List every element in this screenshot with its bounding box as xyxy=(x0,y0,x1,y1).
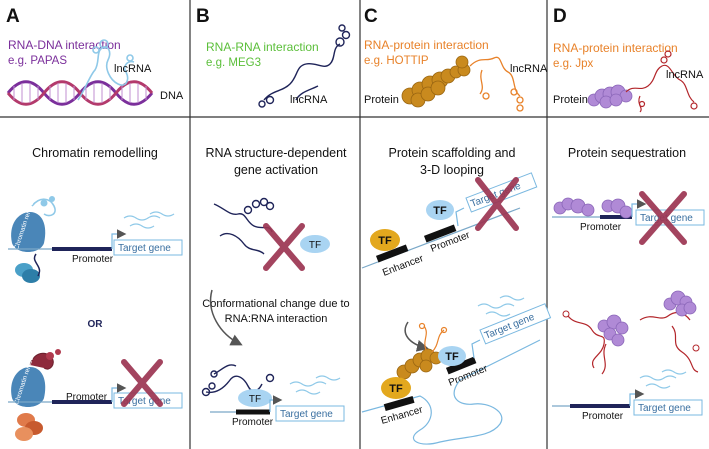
tf-bubble-b-top xyxy=(300,235,330,253)
promoter-a-bottom: Promoter xyxy=(66,392,108,403)
panel-b: B RNA-RNA interaction e.g. MEG3 lncRNA R… xyxy=(196,6,351,428)
target-gene-a-bottom: Target gene xyxy=(118,396,171,407)
change-b-line2: RNA:RNA interaction xyxy=(225,313,328,325)
tf-bubble-c-promoter-bottom xyxy=(438,346,466,366)
tf-label-c-enhancer-top: TF xyxy=(378,235,392,247)
cross-icon xyxy=(475,177,519,231)
or-label: OR xyxy=(88,319,104,330)
panel-letter-c: C xyxy=(364,6,378,27)
change-b-line1: Conformational change due to xyxy=(202,298,349,310)
promoter-d-bottom: Promoter xyxy=(582,411,624,422)
panel-d: D RNA-protein interaction e.g. Jpx lncRN… xyxy=(552,6,705,422)
promoter-d-top: Promoter xyxy=(580,222,622,233)
example-a: e.g. PAPAS xyxy=(8,55,67,67)
mechanism-d: Protein sequestration xyxy=(568,146,686,160)
cross-icon xyxy=(263,223,305,271)
promoter-a-top: Promoter xyxy=(72,254,114,265)
lncrna-tag-c: lncRNA xyxy=(510,63,548,75)
dna-tag-a: DNA xyxy=(160,90,184,102)
dna-loop-c xyxy=(361,339,541,445)
tf-bubble-b-bottom xyxy=(238,389,272,407)
tf-label-b-top: TF xyxy=(309,240,321,251)
interaction-type-d: RNA-protein interaction xyxy=(553,41,678,55)
sequestered-complex-left xyxy=(562,310,629,375)
tf-label-c-enhancer-bottom: TF xyxy=(389,383,403,395)
promoter-b: Promoter xyxy=(232,417,274,428)
remodeller-top: Chromatin remodeller xyxy=(11,188,56,283)
mechanism-c-line1: Protein scaffolding and xyxy=(389,146,516,160)
protein-cluster-c-bottom xyxy=(396,348,443,380)
cross-icon xyxy=(639,191,687,245)
panel-letter-d: D xyxy=(553,6,567,27)
dna-helix xyxy=(6,80,154,106)
tf-label-c-promoter-top: TF xyxy=(433,205,447,217)
panel-c: C RNA-protein interaction e.g. HOTTIP ln… xyxy=(361,6,552,445)
tf-bubble-c-enhancer-top xyxy=(370,229,400,251)
tf-label-c-promoter-bottom: TF xyxy=(445,351,459,363)
target-gene-d-bottom: Target gene xyxy=(638,403,691,414)
target-gene-a-top: Target gene xyxy=(118,243,171,254)
transition-arrow-b xyxy=(209,289,243,346)
panel-letter-b: B xyxy=(196,6,210,27)
mechanism-b-line1: RNA structure-dependent xyxy=(205,146,347,160)
mechanism-a: Chromatin remodelling xyxy=(32,146,158,160)
sequestered-complex-right xyxy=(639,290,700,373)
panel-letter-a: A xyxy=(6,6,20,27)
cross-icon xyxy=(121,359,163,407)
interaction-type-c: RNA-protein interaction xyxy=(364,38,489,52)
remodeller-bottom: Chromatin remodeller xyxy=(11,343,61,441)
example-b: e.g. MEG3 xyxy=(206,57,261,69)
protein-on-promoter-d xyxy=(553,197,633,219)
lncrna-jpx xyxy=(625,50,698,113)
mechanism-b-line2: gene activation xyxy=(234,163,318,177)
target-gene-b: Target gene xyxy=(280,409,333,420)
lncrna-hottip xyxy=(469,56,524,112)
tf-label-b-bottom: TF xyxy=(249,394,261,405)
interaction-type-b: RNA-RNA interaction xyxy=(206,40,319,54)
example-c: e.g. HOTTIP xyxy=(364,55,429,67)
tf-bubble-c-promoter-top xyxy=(426,200,454,220)
lncrna-meg3 xyxy=(258,24,351,108)
tf-bubble-c-enhancer-bottom xyxy=(381,377,411,399)
protein-tag-d: Protein xyxy=(553,94,588,106)
lncrna-tag-b: lncRNA xyxy=(290,94,328,106)
mechanism-c-line2: 3-D looping xyxy=(420,163,484,177)
example-d: e.g. Jpx xyxy=(553,58,594,70)
transition-arrow-c xyxy=(404,321,429,352)
protein-cluster-c xyxy=(401,55,471,108)
protein-cluster-d xyxy=(587,84,633,109)
protein-tag-c: Protein xyxy=(364,94,399,106)
lncrna-tag-a: lncRNA xyxy=(114,63,152,75)
panel-a: A RNA-DNA interaction e.g. PAPAS lncRNA … xyxy=(6,6,184,441)
lncrna-papas xyxy=(77,39,135,101)
lncrna-tag-d: lncRNA xyxy=(666,69,704,81)
